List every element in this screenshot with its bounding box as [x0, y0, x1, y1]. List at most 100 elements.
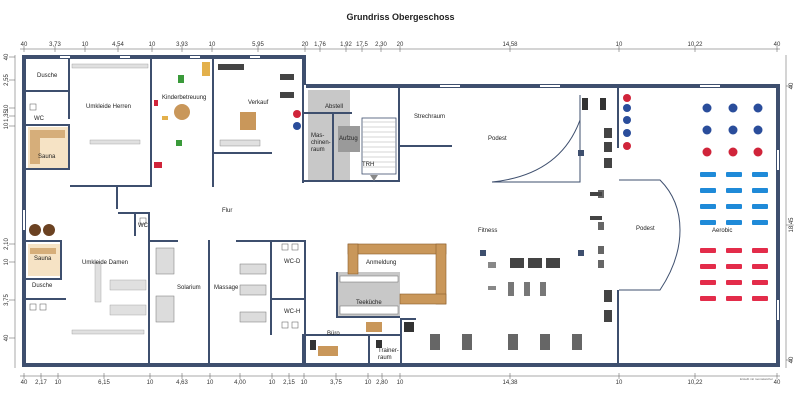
weight-machine-icon: [604, 128, 612, 138]
dimension-label: 40: [774, 42, 781, 48]
room-abstell: Abstell: [325, 104, 343, 110]
exercise-bike-icon: [623, 142, 631, 150]
room-podest-top: Podest: [488, 136, 507, 142]
exercise-bike-icon: [623, 116, 631, 124]
room-dusche-bottom: Dusche: [32, 283, 53, 289]
dimension-label: 40: [21, 42, 28, 48]
weight-machine-icon: [540, 282, 546, 296]
dimension-label: 10: [55, 380, 62, 386]
weight-machine-icon: [598, 260, 604, 268]
desk-icon: [310, 322, 382, 356]
room-trh: TRH: [362, 162, 374, 168]
dimension-label: 3,75: [4, 294, 10, 306]
dimension-label: 10: [207, 380, 214, 386]
dimension-label: 3,73: [49, 42, 61, 48]
dimension-label: 40: [789, 82, 795, 89]
room-aufzug: Aufzug: [339, 136, 358, 142]
yoga-mat-icon: [700, 220, 716, 225]
room-flur: Flur: [222, 208, 232, 214]
yoga-mat-icon: [700, 280, 716, 285]
weight-machine-icon: [488, 286, 496, 290]
exercise-bike-icon: [702, 147, 712, 157]
dimension-label: 10: [301, 380, 308, 386]
outer-walls: [22, 55, 780, 367]
exercise-bike-icon: [702, 103, 712, 113]
yoga-mat-icon: [752, 248, 768, 253]
weight-machine-icon: [600, 98, 606, 110]
yoga-mat-icon: [726, 172, 742, 177]
room-wc-d: WC-D: [284, 259, 301, 265]
room-fitness: Fitness: [478, 228, 497, 234]
dimension-label: 5,95: [252, 42, 264, 48]
room-anmeldung: Anmeldung: [366, 260, 396, 266]
yoga-mat-icon: [726, 280, 742, 285]
bench-icon: [30, 130, 65, 254]
weight-machine-icon: [510, 258, 524, 268]
yoga-mat-icon: [752, 264, 768, 269]
dimension-label: 10: [4, 104, 10, 111]
room-maschinenraum: Mas-chinen-raum: [311, 133, 331, 153]
yoga-mat-icon: [752, 172, 768, 177]
dimension-label: 1,35: [4, 110, 10, 122]
dimension-label: 14,58: [502, 42, 518, 48]
room-aerobic: Aerobic: [712, 228, 732, 234]
yoga-mat-icon: [726, 296, 742, 301]
yoga-mat-icon: [726, 264, 742, 269]
exercise-bike-icon: [702, 125, 712, 135]
podest-top-curve: [491, 119, 581, 183]
dimension-label: 2,80: [376, 380, 388, 386]
room-verkauf: Verkauf: [248, 100, 269, 106]
room-podest-right: Podest: [636, 226, 655, 232]
toilet-icon: [29, 103, 299, 329]
dimension-label: 40: [4, 53, 10, 60]
dimension-label: 3,93: [176, 42, 188, 48]
room-sauna-top: Sauna: [38, 154, 56, 160]
dimension-label: 1,76: [314, 42, 326, 48]
yoga-mat-icon: [700, 172, 768, 301]
weight-machine-icon: [404, 322, 414, 332]
yoga-mat-icon: [700, 204, 716, 209]
exercise-bike-icon: [753, 147, 763, 157]
weight-machine-icon: [528, 258, 542, 268]
weight-machine-icon: [524, 282, 530, 296]
yoga-mat-icon: [752, 188, 768, 193]
exercise-bike-icon: [623, 94, 631, 102]
kitchen-counter: [339, 275, 399, 283]
room-trainerraum: Trainer-raum: [378, 348, 399, 361]
room-kinderbetreuung: Kinderbetreuung: [162, 95, 206, 101]
dimension-label: 2,15: [283, 380, 295, 386]
dimension-label: 10,22: [687, 42, 703, 48]
room-wc-top: WC: [34, 116, 45, 122]
dimension-label: 4,54: [112, 42, 124, 48]
yoga-mat-icon: [752, 296, 768, 301]
dimension-label: 1,92: [340, 42, 352, 48]
exercise-bike-icon: [753, 103, 763, 113]
plant-icon: [178, 75, 184, 83]
yoga-mat-icon: [700, 188, 716, 193]
room-labels: Dusche WC Umkleide Herren Sauna Kinderbe…: [32, 73, 732, 361]
weight-machine-icon: [462, 334, 472, 350]
room-teekueche: Teeküche: [356, 300, 382, 306]
yoga-mat-icon: [726, 188, 742, 193]
weight-machine-icon: [540, 334, 550, 350]
exercise-bike-icon: [728, 147, 738, 157]
yoga-mat-icon: [752, 204, 768, 209]
yoga-mat-icon: [700, 248, 716, 253]
yoga-mat-icon: [752, 220, 768, 225]
weight-machine-icon: [590, 216, 602, 220]
dimension-label: 2,10: [4, 238, 10, 250]
room-sauna-bottom: Sauna: [34, 256, 52, 262]
weight-machine-icon: [508, 334, 518, 350]
room-strechraum: Strechraum: [414, 114, 445, 120]
podest-top-outline: [492, 95, 581, 183]
columns: [480, 150, 584, 256]
plan-title: Grundriss Obergeschoss: [346, 12, 455, 22]
weight-machine-icon: [604, 290, 612, 302]
dimension-label: 10: [147, 380, 154, 386]
shop-furniture: [218, 64, 294, 147]
room-massage: Massage: [214, 285, 239, 291]
dimension-label: 10: [4, 258, 10, 265]
weight-machine-icon: [488, 262, 496, 268]
yoga-mat-icon: [700, 172, 716, 177]
